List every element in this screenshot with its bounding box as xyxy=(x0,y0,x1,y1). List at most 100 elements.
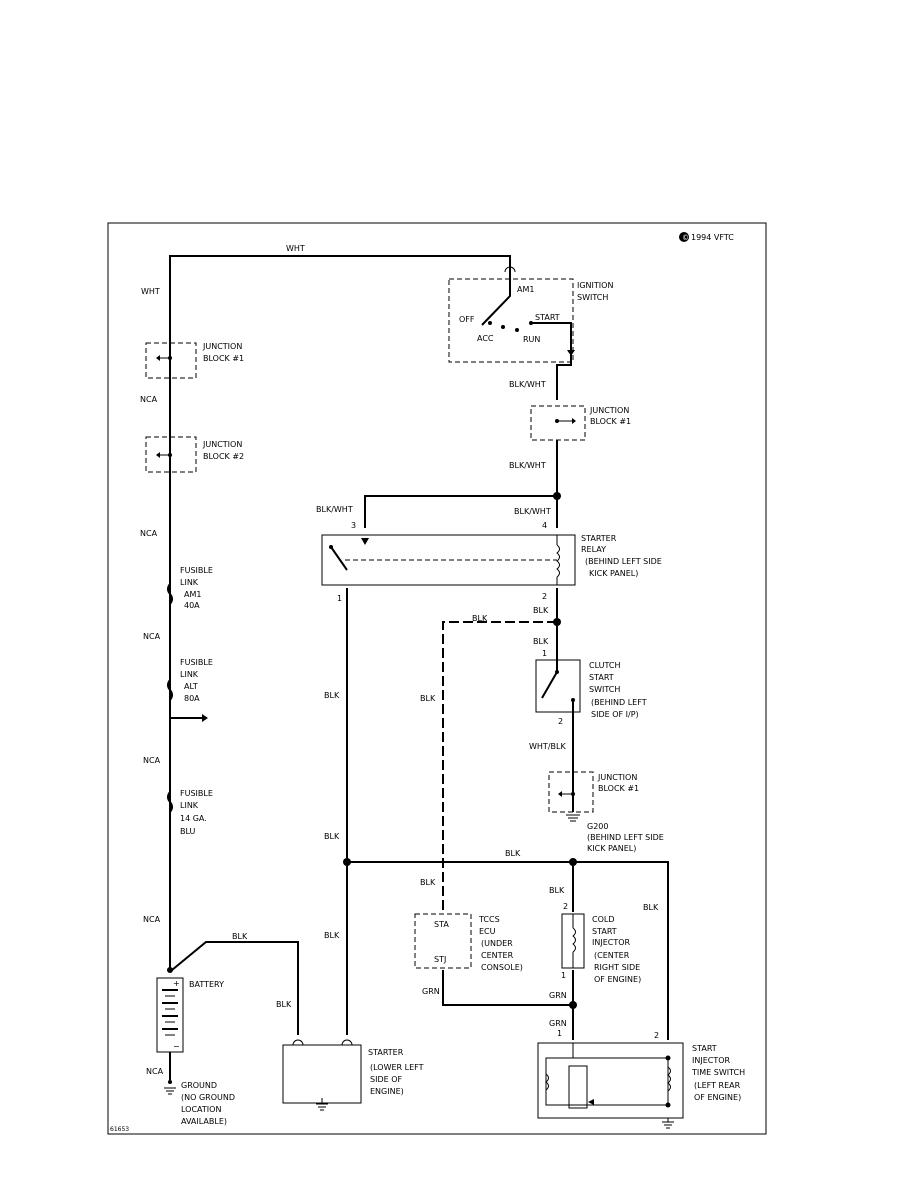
clutch-switch-line1: CLUTCH xyxy=(589,661,621,670)
ground-icon xyxy=(316,1098,328,1111)
ignition-switch-pin-am1: AM1 xyxy=(517,285,534,294)
wire-label: BLK/WHT xyxy=(514,507,551,516)
fusible-alt-line1: FUSIBLE xyxy=(180,658,213,667)
time-switch-pin1: 1 xyxy=(557,1029,562,1038)
wire-blk-battery-starter xyxy=(171,941,299,1035)
wire-label: GRN xyxy=(422,987,440,996)
g200-line3: KICK PANEL) xyxy=(587,844,636,853)
diagram-frame xyxy=(107,222,767,1135)
starter-line2: (LOWER LEFT xyxy=(370,1063,424,1072)
jb1-right-line2: BLOCK #1 xyxy=(590,417,631,426)
jb1-lower-line1: JUNCTION xyxy=(597,773,637,782)
junction-block-2-left: JUNCTION BLOCK #2 xyxy=(145,430,244,477)
wire-blk-dashed-ecu xyxy=(442,621,557,912)
wire-label: BLK/WHT xyxy=(509,380,546,389)
time-switch-pin2: 2 xyxy=(654,1031,659,1040)
clutch-switch-pin2: 2 xyxy=(558,717,563,726)
starter-relay-line4: KICK PANEL) xyxy=(589,569,638,578)
time-switch-line5: OF ENGINE) xyxy=(694,1093,741,1102)
injector-line3: INJECTOR xyxy=(592,938,631,947)
wire-label: BLK xyxy=(232,932,248,941)
injector-line5: RIGHT SIDE xyxy=(594,963,640,972)
fusible-link-14ga: FUSIBLE LINK 14 GA. BLU xyxy=(167,789,213,836)
wire-grn-ecu xyxy=(442,970,573,1006)
ground-line2: (NO GROUND xyxy=(181,1093,235,1102)
battery-minus: − xyxy=(173,1042,180,1051)
splice-dot xyxy=(553,492,561,500)
time-switch-line3: TIME SWITCH xyxy=(691,1068,745,1077)
ground-icon xyxy=(566,814,580,822)
junction-block-1-lower: JUNCTION BLOCK #1 G200 (BEHIND LEFT SIDE… xyxy=(548,768,664,853)
starter-line3: SIDE OF xyxy=(370,1075,402,1084)
tccs-ecu: STA STJ TCCS ECU (UNDER CENTER CONSOLE) xyxy=(414,913,523,972)
fusible-am1-line1: FUSIBLE xyxy=(180,566,213,575)
splice-dot xyxy=(343,858,351,866)
ecu-line4: CENTER xyxy=(481,951,514,960)
fusible-link-am1: FUSIBLE LINK AM1 40A xyxy=(167,566,213,610)
fusible-alt-line4: 80A xyxy=(184,694,200,703)
wire-label: BLK xyxy=(420,694,436,703)
wire-wht-top xyxy=(169,255,511,336)
wire-label: BLK xyxy=(276,1000,292,1009)
svg-text:©: © xyxy=(682,234,689,242)
jb2-left-line2: BLOCK #2 xyxy=(203,452,244,461)
ignition-switch-pos-off: OFF xyxy=(459,315,475,324)
ecu-pin-stj: STJ xyxy=(434,955,446,964)
clutch-start-switch: 1 2 CLUTCH START SWITCH (BEHIND LEFT SID… xyxy=(535,649,647,726)
wire-label: GRN xyxy=(549,991,567,1000)
start-injector-time-switch: 1 2 START INJECTOR TIME SWITCH (LEFT REA… xyxy=(537,1029,745,1129)
injector-line6: OF ENGINE) xyxy=(594,975,641,984)
injector-line1: COLD xyxy=(592,915,615,924)
wire-label: BLK xyxy=(324,832,340,841)
wire-label: BLK xyxy=(533,637,549,646)
wire-label: WHT/BLK xyxy=(529,742,566,751)
wire-blkwht-relay-pin3 xyxy=(364,495,557,528)
wire-label: NCA xyxy=(143,756,161,765)
junction-block-1-left: JUNCTION BLOCK #1 xyxy=(145,336,244,380)
wire-label: BLK xyxy=(472,614,488,623)
ground-line1: GROUND xyxy=(181,1081,217,1090)
ecu-line1: TCCS xyxy=(478,915,500,924)
clutch-switch-line3: SWITCH xyxy=(589,685,620,694)
fusible-alt-line2: LINK xyxy=(180,670,199,679)
junction-block-1-right: JUNCTION BLOCK #1 xyxy=(530,405,631,441)
ignition-switch-pos-run: RUN xyxy=(523,335,540,344)
ecu-line5: CONSOLE) xyxy=(481,963,523,972)
fusible-alt-line3: ALT xyxy=(184,682,198,691)
starter-relay-pin1: 1 xyxy=(337,594,342,603)
g200-line2: (BEHIND LEFT SIDE xyxy=(587,833,664,842)
ecu-pin-sta: STA xyxy=(434,920,449,929)
wire-label: NCA xyxy=(146,1067,164,1076)
arrow-head-icon xyxy=(202,714,208,722)
clutch-switch-line5: SIDE OF I/P) xyxy=(591,710,639,719)
figure-number: 61653 xyxy=(110,1126,129,1133)
splice-dot xyxy=(167,967,173,973)
starter: STARTER (LOWER LEFT SIDE OF ENGINE) xyxy=(282,1039,424,1111)
wire-label: BLK xyxy=(643,903,659,912)
starter-line1: STARTER xyxy=(368,1048,404,1057)
fusible-am1-line2: LINK xyxy=(180,578,199,587)
ground-icon xyxy=(164,1087,176,1095)
ecu-line2: ECU xyxy=(479,927,496,936)
fusible-am1-line4: 40A xyxy=(184,601,200,610)
starter-line4: ENGINE) xyxy=(370,1087,404,1096)
time-switch-line1: START xyxy=(692,1044,717,1053)
cold-start-injector: 2 1 COLD START INJECTOR (CENTER RIGHT SI… xyxy=(561,902,641,984)
wire-label: BLK xyxy=(420,878,436,887)
wire-label: GRN xyxy=(549,1019,567,1028)
ignition-switch-pos-start: START xyxy=(535,313,560,322)
starter-relay-line2: RELAY xyxy=(581,545,606,554)
splice-dot xyxy=(569,1001,577,1009)
starter-relay-pin4: 4 xyxy=(542,521,547,530)
injector-line2: START xyxy=(592,927,617,936)
g200-line1: G200 xyxy=(587,822,608,831)
splice-dot xyxy=(553,618,561,626)
jb1-lower-line2: BLOCK #1 xyxy=(598,784,639,793)
injector-pin2: 2 xyxy=(563,902,568,911)
clutch-switch-line4: (BEHIND LEFT xyxy=(591,698,647,707)
jb1-left-line2: BLOCK #1 xyxy=(203,354,244,363)
ignition-switch-pos-acc: ACC xyxy=(477,334,494,343)
ignition-switch: AM1 OFF ACC START RUN IGNITION SWITCH xyxy=(448,266,613,363)
jb2-left-line1: JUNCTION xyxy=(202,440,242,449)
ignition-switch-label-1: IGNITION xyxy=(577,281,613,290)
